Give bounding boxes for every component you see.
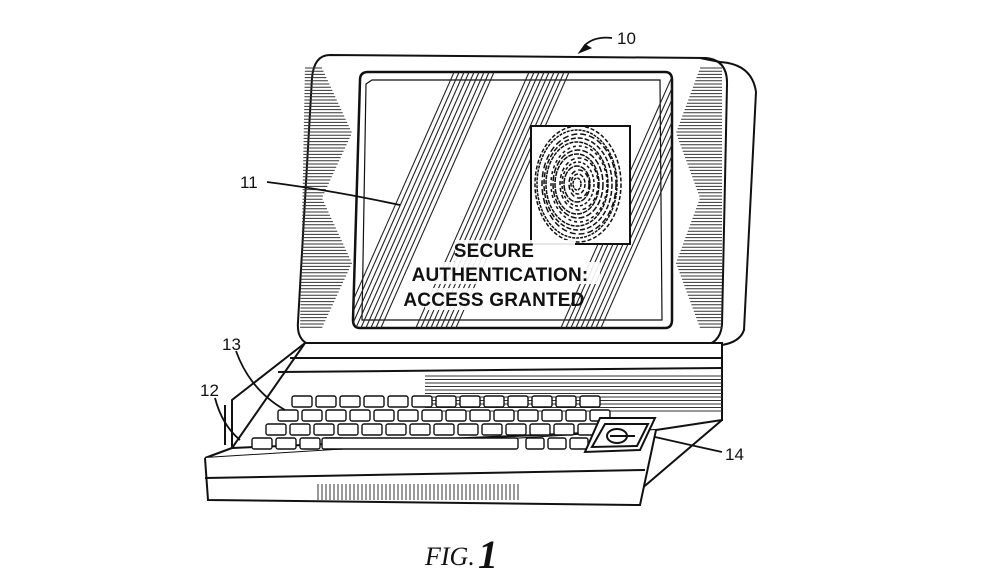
key [445, 409, 467, 422]
key [493, 409, 515, 422]
key [349, 409, 371, 422]
front-grille [317, 484, 519, 500]
screen-line-1: SECURE [454, 241, 534, 262]
key [301, 409, 323, 422]
screen-line-2: AUTHENTICATION: [412, 265, 589, 286]
key [411, 395, 433, 408]
key [469, 409, 491, 422]
bezel-hatching [300, 67, 722, 328]
key [321, 437, 519, 450]
caption-number: 1 [478, 532, 498, 577]
key [299, 437, 321, 450]
reference-numerals: 10 11 13 12 14 [200, 29, 744, 464]
fingerprint-sensor [583, 417, 657, 454]
key [251, 437, 273, 450]
key [277, 409, 299, 422]
key [555, 395, 577, 408]
key [421, 409, 443, 422]
key [481, 423, 503, 436]
screen-message: SECURE AUTHENTICATION: ACCESS GRANTED [403, 240, 600, 311]
key [339, 395, 361, 408]
key [289, 423, 311, 436]
key [457, 423, 479, 436]
key [385, 423, 407, 436]
key [337, 423, 359, 436]
label-device: 10 [617, 29, 636, 48]
screen-line-3: ACCESS GRANTED [403, 290, 584, 311]
label-keyboard-base: 12 [200, 381, 219, 400]
key [291, 395, 313, 408]
key [265, 423, 287, 436]
label-fingerprint-sensor: 14 [725, 445, 744, 464]
fingerprint-image [530, 125, 631, 245]
key [579, 395, 601, 408]
key [459, 395, 481, 408]
key [517, 409, 539, 422]
key [547, 437, 567, 450]
key [525, 437, 545, 450]
label-display: 11 [240, 173, 258, 192]
key [325, 409, 347, 422]
reference-leaders [214, 36, 723, 453]
key [507, 395, 529, 408]
key [361, 423, 383, 436]
key [387, 395, 409, 408]
key [433, 423, 455, 436]
key [397, 409, 419, 422]
key [529, 423, 551, 436]
key [569, 437, 589, 450]
key [531, 395, 553, 408]
key [553, 423, 575, 436]
key [315, 395, 337, 408]
key [373, 409, 395, 422]
key [363, 395, 385, 408]
key [313, 423, 335, 436]
key [565, 409, 587, 422]
keyboard-keys [251, 395, 611, 450]
label-keys: 13 [222, 335, 241, 354]
figure-caption: FIG. 1 [424, 532, 498, 577]
caption-prefix: FIG. [424, 542, 475, 571]
key [435, 395, 457, 408]
key [275, 437, 297, 450]
key [483, 395, 505, 408]
key [409, 423, 431, 436]
key [541, 409, 563, 422]
key [505, 423, 527, 436]
